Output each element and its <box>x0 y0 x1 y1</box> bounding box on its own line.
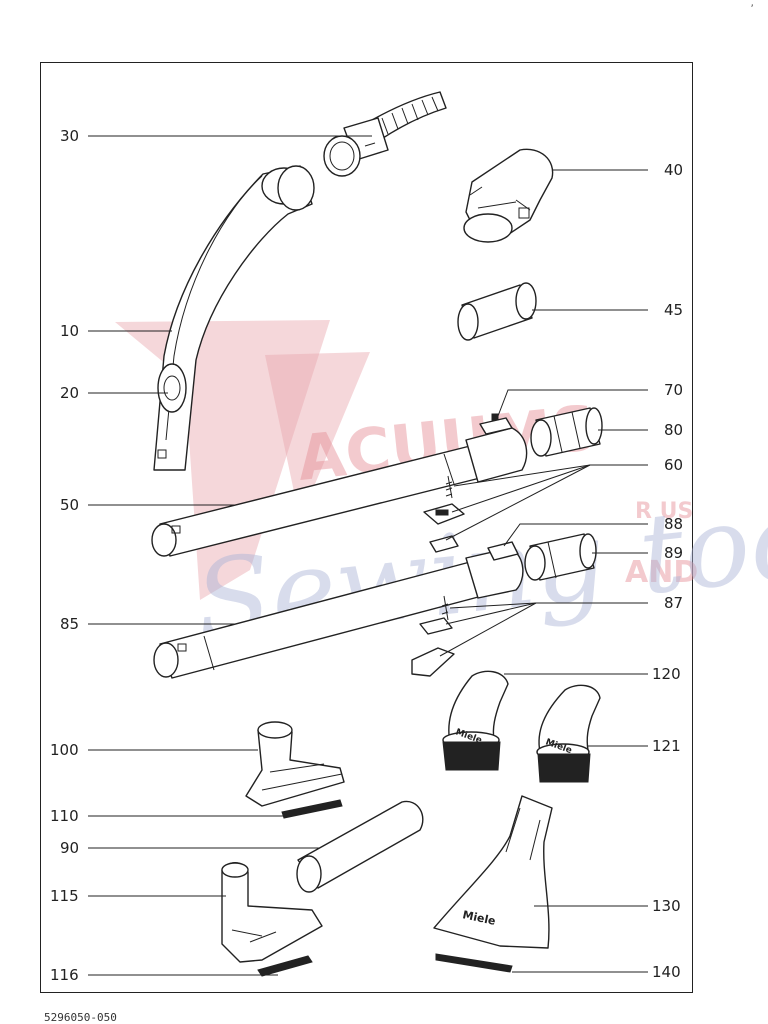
label-45: 45 <box>664 301 683 319</box>
part-120-dusting-brush: Miele <box>442 670 509 771</box>
part-10-handle <box>153 165 315 471</box>
label-80: 80 <box>664 421 683 439</box>
part-40-swivel-adapter <box>463 148 554 243</box>
watermark: ACUUMS R US AND Sewing too <box>115 320 768 666</box>
leader-lines <box>88 135 648 976</box>
label-40: 40 <box>664 161 683 179</box>
label-50: 50 <box>60 496 79 514</box>
label-89: 89 <box>664 544 683 562</box>
watermark-rus: R US <box>635 499 693 524</box>
part-80-coupling <box>530 407 603 457</box>
part-140-strip <box>435 953 513 973</box>
corner-mark: , <box>750 0 755 9</box>
label-88: 88 <box>664 515 683 533</box>
part-87-catch-parts <box>411 595 455 677</box>
part-60-catch-parts <box>423 475 465 553</box>
watermark-and: AND <box>625 555 698 590</box>
part-121-dusting-brush: Miele <box>536 684 601 783</box>
label-70: 70 <box>664 381 683 399</box>
watermark-v-shape <box>115 320 330 600</box>
part-130-wide-nozzle: Miele <box>433 795 553 949</box>
part-116-strip <box>257 955 313 977</box>
label-140: 140 <box>652 963 681 981</box>
part-30-hose <box>323 91 447 177</box>
part-88-clip <box>487 541 519 561</box>
label-85: 85 <box>60 615 79 633</box>
label-87: 87 <box>664 594 683 612</box>
part-45-sleeve <box>457 282 537 341</box>
label-116: 116 <box>50 966 79 984</box>
label-110: 110 <box>50 807 79 825</box>
part-90-crevice-nozzle <box>296 800 424 893</box>
label-60: 60 <box>664 456 683 474</box>
label-130: 130 <box>652 897 681 915</box>
label-20: 20 <box>60 384 79 402</box>
label-115: 115 <box>50 887 79 905</box>
document-number: 5296050-050 <box>44 1011 117 1024</box>
part-70-clip <box>479 413 513 435</box>
label-100: 100 <box>50 741 79 759</box>
label-121: 121 <box>652 737 681 755</box>
label-90: 90 <box>60 839 79 857</box>
label-120: 120 <box>652 665 681 683</box>
part-115-nozzle <box>221 862 323 963</box>
part-89-coupling <box>524 533 597 581</box>
part-labels: 30 10 20 50 85 100 110 90 115 116 40 45 … <box>50 127 683 984</box>
label-30: 30 <box>60 127 79 145</box>
label-10: 10 <box>60 322 79 340</box>
part-110-thread-lifter <box>281 799 343 819</box>
diagram-frame <box>40 62 693 993</box>
watermark-v-notch <box>265 352 370 520</box>
part-100-upholstery-nozzle <box>245 721 345 807</box>
part-50-telescopic-tube <box>151 427 528 557</box>
part-20-slide-valve <box>157 363 187 459</box>
